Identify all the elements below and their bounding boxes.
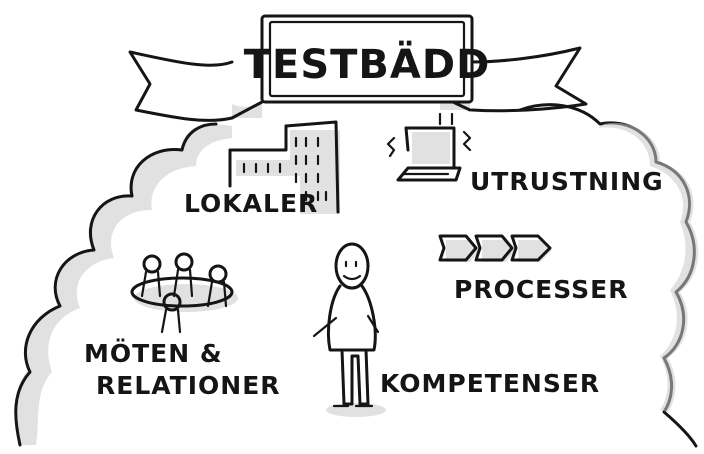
- label-moten-line2: RELATIONER: [96, 371, 281, 400]
- building-icon: [228, 120, 340, 214]
- banner-ribbon: [128, 14, 588, 122]
- label-moten-line1: MÖTEN &: [84, 338, 223, 368]
- people-meeting-icon: [130, 252, 238, 334]
- laptop-icon: [386, 112, 472, 182]
- banner-title: TESTBÄDD: [244, 40, 491, 88]
- process-arrows-icon: [438, 234, 552, 262]
- label-processer: PROCESSER: [454, 275, 628, 304]
- label-kompetenser: KOMPETENSER: [380, 369, 600, 398]
- label-lokaler: LOKALER: [184, 189, 318, 218]
- label-utrustning: UTRUSTNING: [470, 167, 664, 196]
- cloud-outline: [14, 103, 699, 448]
- person-icon: [312, 242, 386, 417]
